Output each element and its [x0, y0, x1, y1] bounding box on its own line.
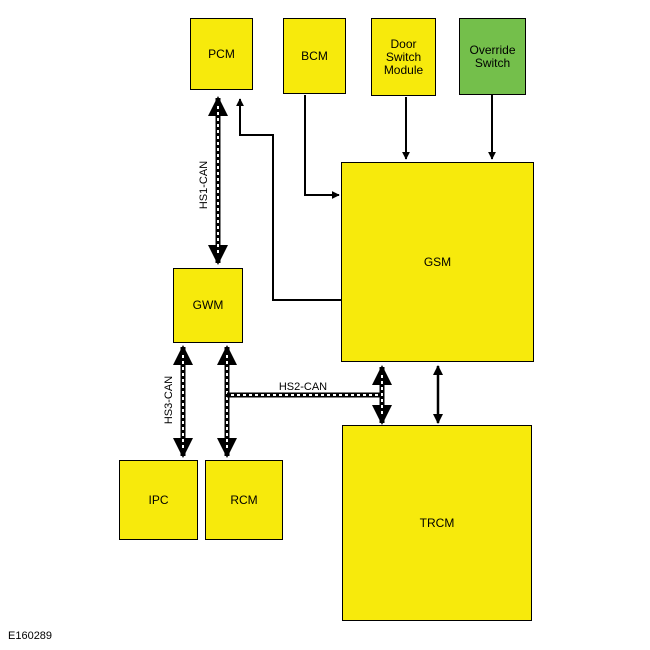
override-switch-label: Override Switch	[469, 42, 516, 70]
gsm-module: GSM	[341, 162, 534, 362]
bcm-label: BCM	[301, 48, 328, 63]
door-switch-module: Door Switch Module	[371, 18, 436, 96]
gsm-pcm-line	[236, 98, 342, 301]
rcm-module: RCM	[205, 460, 283, 540]
figure-id: E160289	[8, 630, 53, 642]
rcm-label: RCM	[230, 492, 258, 507]
hs2-can-bus	[217, 345, 392, 458]
hs3-can-label: HS3-CAN	[163, 376, 175, 424]
ipc-label: IPC	[148, 492, 169, 507]
gsm-label: GSM	[423, 254, 452, 269]
pcm-label: PCM	[208, 46, 235, 61]
trcm-label: TRCM	[419, 515, 455, 530]
bcm-module: BCM	[283, 18, 346, 94]
trcm-module: TRCM	[342, 425, 532, 621]
gwm-module: GWM	[173, 268, 243, 343]
hs2-can-label: HS2-CAN	[279, 381, 327, 393]
hs1-can-label: HS1-CAN	[198, 161, 210, 209]
ipc-module: IPC	[119, 460, 198, 540]
gwm-label: GWM	[192, 298, 224, 312]
bcm-gsm-line	[304, 95, 340, 199]
override-switch-module: Override Switch	[459, 18, 526, 95]
door-switch-module-label: Door Switch Module	[383, 36, 424, 77]
pcm-module: PCM	[190, 18, 253, 90]
